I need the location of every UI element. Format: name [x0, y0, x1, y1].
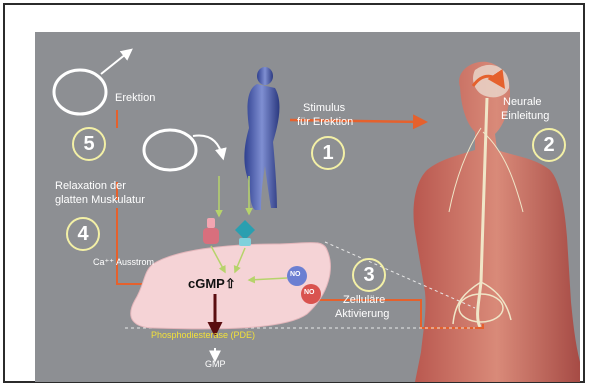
label-gmp: GMP — [205, 359, 226, 369]
receptor-pink — [203, 218, 219, 244]
label-no-1: NO — [290, 271, 301, 278]
label-pde: Phosphodiesterase (PDE) — [151, 330, 255, 340]
label-no-2: NO — [304, 289, 315, 296]
label-ca-ausstrom: Ca⁺⁺ Ausstrom — [93, 256, 154, 269]
label-zellulare-1: Zelluläre — [343, 294, 385, 307]
label-zellulare-2: Aktivierung — [335, 308, 389, 321]
diagram-frame: Erektion Stimulus für Erektion Neurale E… — [3, 3, 585, 383]
label-erektion: Erektion — [115, 92, 155, 105]
label-stimulus-2: für Erektion — [297, 116, 353, 129]
flaccid-symbol — [144, 130, 223, 170]
step-3-badge: 3 — [352, 258, 386, 292]
label-neurale-1: Neurale — [503, 96, 542, 109]
step-1-badge: 1 — [311, 136, 345, 170]
label-relaxation-2: glatten Muskulatur — [55, 194, 145, 207]
receptor-teal — [235, 220, 255, 246]
step-2-badge: 2 — [532, 128, 566, 162]
label-stimulus-1: Stimulus — [303, 102, 345, 115]
label-relaxation-1: Relaxation der — [55, 180, 126, 193]
step-4-badge: 4 — [66, 217, 100, 251]
label-neurale-2: Einleitung — [501, 110, 549, 123]
label-cgmp: cGMP⇧ — [188, 276, 236, 292]
male-body-figure — [414, 62, 581, 382]
diagram-panel: Erektion Stimulus für Erektion Neurale E… — [35, 32, 580, 382]
diagram-canvas — [35, 32, 580, 382]
step-5-badge: 5 — [72, 127, 106, 161]
